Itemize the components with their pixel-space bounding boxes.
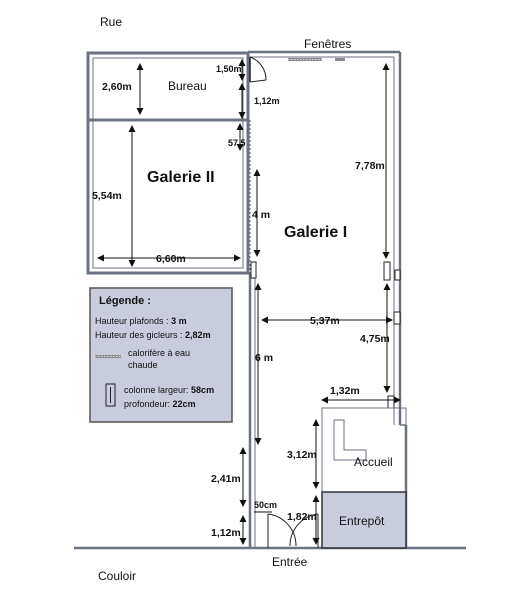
dim-bureau-depth: 2,60m xyxy=(102,81,132,93)
legend-column-line1: colonne largeur: 58cm xyxy=(124,385,214,395)
column-right-2 xyxy=(394,269,401,281)
legend-radiator-line2: chaude xyxy=(128,360,158,370)
legend-title: Légende : xyxy=(99,295,151,307)
dim-1-50: 1,50m xyxy=(216,64,242,74)
legend-column-line2: profondeur: 22cm xyxy=(124,399,196,409)
column-legend-icon xyxy=(105,383,116,407)
radiator-top xyxy=(288,58,322,61)
dim-7-78: 7,78m xyxy=(355,160,385,172)
legend-sprinkler: Hauteur des gicleurs : 2,82m xyxy=(95,330,211,340)
room-entrepot-box xyxy=(321,491,407,549)
entrance-label: Entrée xyxy=(272,555,308,569)
bureau-door xyxy=(249,56,267,83)
radiator-legend-icon xyxy=(95,355,121,358)
dim-4-75: 4,75m xyxy=(360,333,390,345)
column-right-3 xyxy=(393,311,401,325)
radiator-small xyxy=(335,58,345,61)
legend-ceiling: Hauteur plafonds : 3 m xyxy=(95,316,187,326)
galerie-ii-walls xyxy=(86,51,250,275)
legend: Légende : Hauteur plafonds : 3 m Hauteur… xyxy=(89,287,233,423)
room-bureau: Bureau xyxy=(168,79,207,93)
dim-1-32: 1,32m xyxy=(330,385,360,397)
column-right-4 xyxy=(387,395,395,409)
dim-50cm: 50cm xyxy=(254,500,277,510)
room-accueil: Accueil xyxy=(354,455,393,469)
dim-3-12: 3,12m xyxy=(287,449,317,461)
dim-2-41: 2,41m xyxy=(211,473,241,485)
column-left xyxy=(250,261,257,279)
room-entrepot: Entrepôt xyxy=(339,514,385,528)
corridor-label: Couloir xyxy=(98,569,136,583)
room-galerie-i: Galerie I xyxy=(284,224,347,241)
galerie-i-walls xyxy=(248,50,408,548)
dim-57-5: 57,5 xyxy=(228,138,246,148)
dim-6m: 6 m xyxy=(255,352,273,364)
dim-4m: 4 m xyxy=(252,209,270,221)
dim-1-12-top: 1,12m xyxy=(254,96,280,106)
room-galerie-ii: Galerie II xyxy=(147,169,215,186)
dim-1-82: 1,82m xyxy=(287,511,317,523)
dim-1-12-bottom: 1,12m xyxy=(211,527,241,539)
dim-galerie2-depth: 5,54m xyxy=(92,190,122,202)
street-label: Rue xyxy=(100,15,122,29)
column-right xyxy=(383,261,391,281)
dim-galerie2-width: 6,60m xyxy=(156,253,186,265)
dim-5-37: 5,37m xyxy=(310,315,340,327)
accueil-area xyxy=(321,407,407,493)
windows-label: Fenêtres xyxy=(304,37,351,51)
legend-radiator-line1: calorifère à eau xyxy=(128,348,190,358)
